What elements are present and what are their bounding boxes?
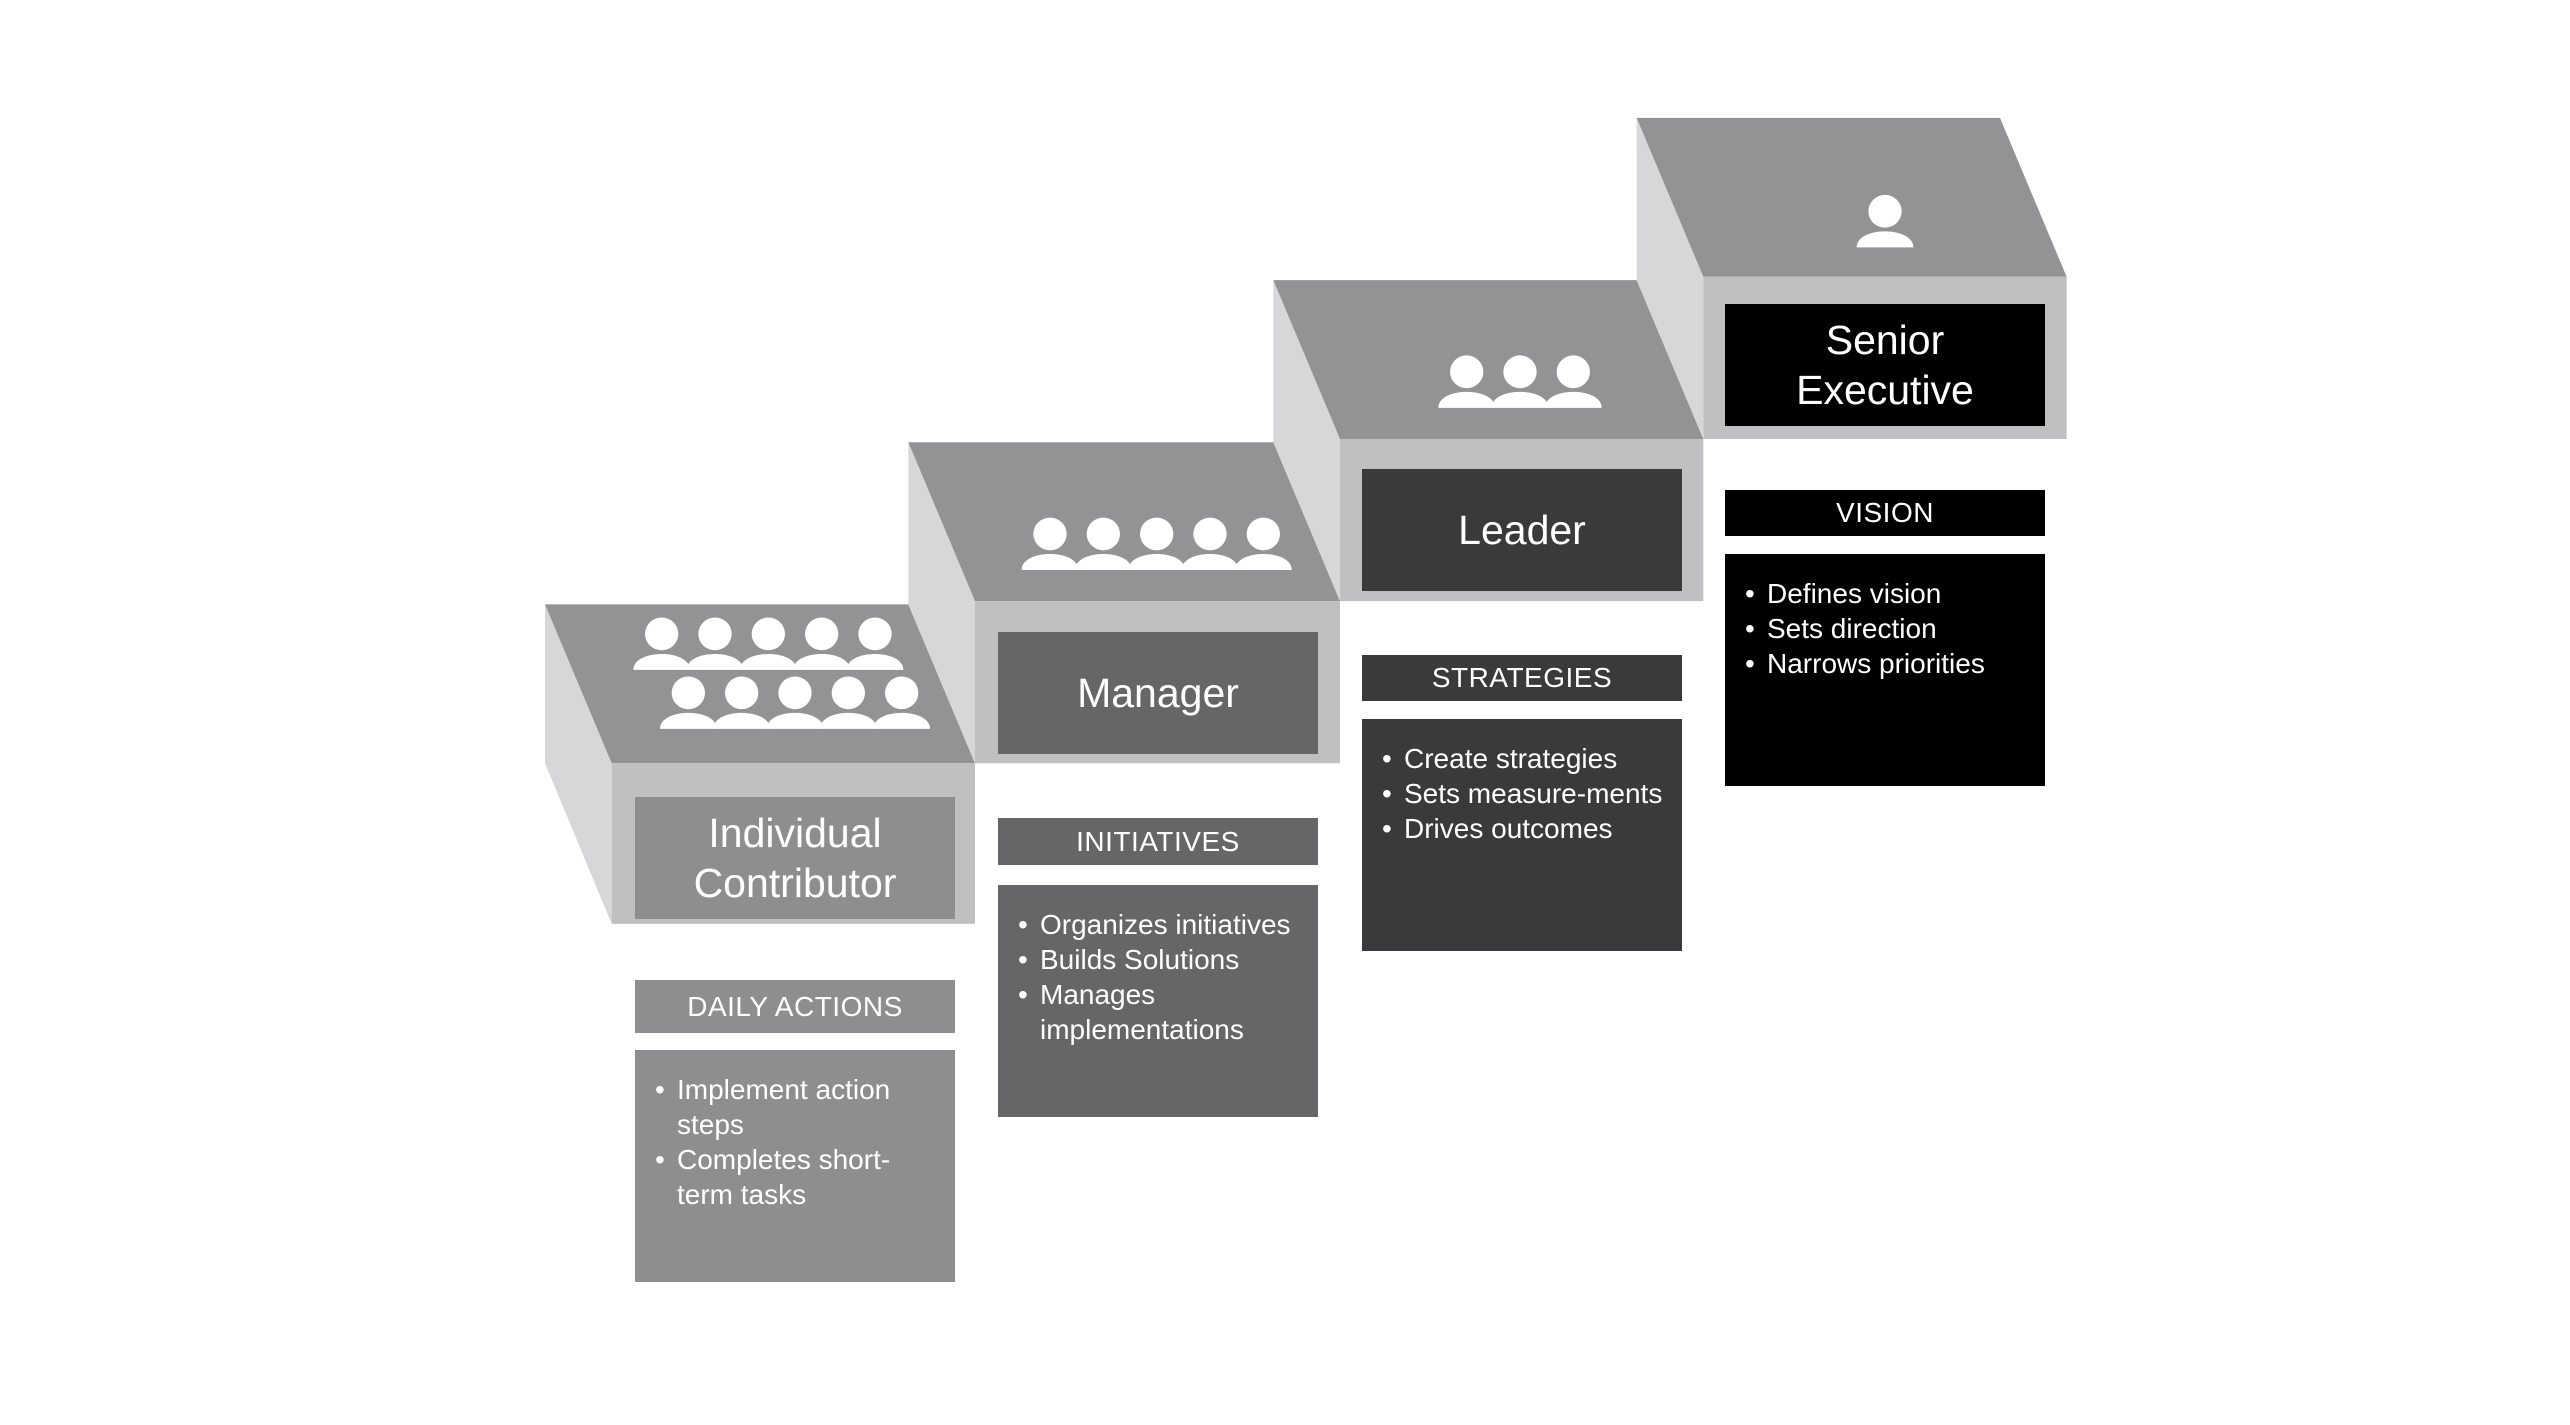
level-title-leader: Leader bbox=[1362, 469, 1682, 591]
people-icons bbox=[1021, 517, 1292, 570]
detail-list-vision: Defines vision Sets direction Narrows pr… bbox=[1725, 554, 2045, 786]
detail-list-initiatives: Organizes initiatives Builds Solutions M… bbox=[998, 885, 1318, 1117]
step-side-face bbox=[1273, 280, 1340, 602]
level-title-manager: Manager bbox=[998, 632, 1318, 754]
step-side-face bbox=[545, 604, 612, 924]
people-icons bbox=[1438, 355, 1602, 408]
level-title-senior-executive: Senior Executive bbox=[1725, 304, 2045, 426]
list-item: Create strategies bbox=[1382, 741, 1666, 776]
step-side-face bbox=[1636, 117, 1704, 439]
list-item: Drives outcomes bbox=[1382, 811, 1666, 846]
step-top-face bbox=[1636, 117, 2067, 277]
list-item: Narrows priorities bbox=[1745, 646, 2029, 681]
step-top-face bbox=[908, 442, 1340, 602]
level-title-individual-contributor: Individual Contributor bbox=[635, 797, 955, 919]
list-item: Organizes initiatives bbox=[1018, 907, 1302, 942]
step-top-face bbox=[1273, 280, 1704, 439]
list-item: Defines vision bbox=[1745, 576, 2029, 611]
list-item: Manages implementations bbox=[1018, 977, 1302, 1047]
list-item: Completes short-term tasks bbox=[655, 1142, 939, 1212]
list-item: Implement action steps bbox=[655, 1072, 939, 1142]
list-item: Sets direction bbox=[1745, 611, 2029, 646]
category-header-initiatives: INITIATIVES bbox=[998, 818, 1318, 865]
list-item: Sets measure-ments bbox=[1382, 776, 1666, 811]
list-item: Builds Solutions bbox=[1018, 942, 1302, 977]
detail-list-daily-actions: Implement action steps Completes short-t… bbox=[635, 1050, 955, 1282]
category-header-vision: VISION bbox=[1725, 490, 2045, 536]
category-header-daily-actions: DAILY ACTIONS bbox=[635, 980, 955, 1033]
step-side-face bbox=[908, 442, 975, 764]
category-header-strategies: STRATEGIES bbox=[1362, 655, 1682, 701]
detail-list-strategies: Create strategies Sets measure-ments Dri… bbox=[1362, 719, 1682, 951]
